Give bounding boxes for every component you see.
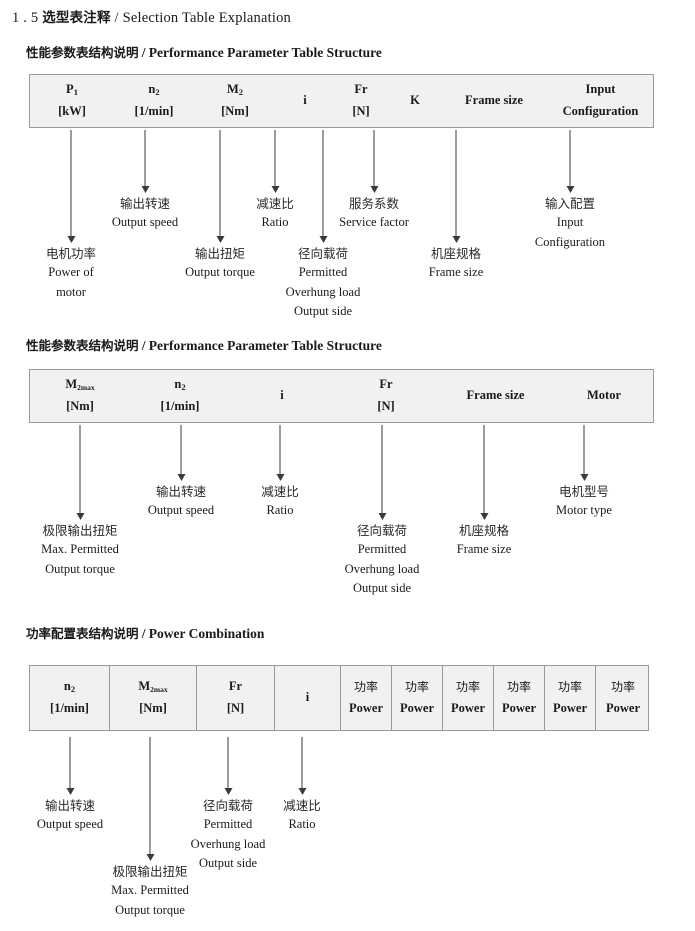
arrow-to-power-of-motor <box>67 130 76 243</box>
annotation-motor-type: 电机型号 Motor type <box>556 484 612 518</box>
power-combination-table: n2 [1/min] M2max [Nm] Fr [N] i 功率 Power … <box>29 665 649 731</box>
table-1-col-k: K <box>410 93 420 108</box>
table-3-col-power-6: 功率 Power <box>605 679 640 715</box>
arrow-to-output-speed-3 <box>66 737 75 795</box>
arrow-to-service-factor <box>370 130 379 193</box>
table-3-col-m2max: M2max [Nm] <box>110 666 197 730</box>
section-heading-cn: 性能参数表结构说明 <box>26 338 139 353</box>
page-title-en: Selection Table Explanation <box>122 10 291 26</box>
annotation-input-configuration: 输入配置 Input Configuration <box>534 196 606 249</box>
arrow-to-ratio-2 <box>276 425 285 481</box>
arrow-to-motor-type <box>580 425 589 481</box>
arrow-to-max-output-torque-3 <box>146 737 155 861</box>
section-heading-en: Performance Parameter Table Structure <box>148 338 382 353</box>
table-3-col-power-1: 功率 Power <box>341 666 392 730</box>
table-2-col-fr: Fr [N] <box>377 377 395 413</box>
table-3-col-i: i <box>275 666 341 730</box>
performance-parameter-table-2: M2max [Nm] n2 [1/min] i Fr [N] Frame siz… <box>29 369 654 423</box>
table-1-col-m2: M2 [Nm] <box>221 82 249 118</box>
annotation-output-speed: 输出转速 Output speed <box>111 196 179 230</box>
section-heading-separator: / <box>141 45 146 60</box>
annotation-frame-size-2: 机座规格 Frame size <box>456 523 512 557</box>
arrow-to-frame-size-2 <box>480 425 489 520</box>
section-heading-cn: 功率配置表结构说明 <box>26 626 139 641</box>
table-1-col-fr: Fr [N] <box>352 82 370 118</box>
arrow-to-frame-size <box>452 130 461 243</box>
arrow-to-ratio-3 <box>298 737 307 795</box>
annotation-power-of-motor: 电机功率 Power of motor <box>45 246 97 299</box>
table-2-col-n2: n2 [1/min] <box>160 377 200 413</box>
section-heading-power-combination: 功率配置表结构说明 / Power Combination <box>26 623 264 642</box>
arrow-to-max-output-torque <box>76 425 85 520</box>
annotation-frame-size: 机座规格 Frame size <box>428 246 484 280</box>
table-2-col-m2max: M2max [Nm] <box>65 377 95 413</box>
arrow-to-overhung-load-2 <box>378 425 387 520</box>
arrow-to-overhung-load-3 <box>224 737 233 795</box>
section-heading-en: Performance Parameter Table Structure <box>148 45 382 60</box>
arrow-to-output-speed-2 <box>177 425 186 481</box>
arrow-to-overhung-load <box>319 130 328 243</box>
section-heading-separator: / <box>141 338 146 353</box>
annotation-ratio: 减速比 Ratio <box>256 196 294 230</box>
annotation-overhung-load-2: 径向载荷 Permitted Overhung load Output side <box>344 523 420 596</box>
table-1-col-n2: n2 [1/min] <box>134 82 174 118</box>
annotation-overhung-load-3: 径向载荷 Permitted Overhung load Output side <box>190 798 266 871</box>
table-3-col-power-5: 功率 Power <box>545 666 596 730</box>
annotation-ratio-3: 减速比 Ratio <box>283 798 321 832</box>
annotation-overhung-load: 径向载荷 Permitted Overhung load Output side <box>285 246 361 319</box>
annotation-output-speed-3: 输出转速 Output speed <box>36 798 104 832</box>
annotation-output-torque: 输出扭矩 Output torque <box>185 246 255 280</box>
annotation-max-output-torque-3: 极限输出扭矩 Max. Permitted Output torque <box>111 864 189 917</box>
table-3-col-power-4: 功率 Power <box>494 666 545 730</box>
section-heading-en: Power Combination <box>148 626 265 641</box>
table-1-col-p1: P1 [kW] <box>58 82 86 118</box>
page-title-cn: 选型表注释 <box>42 10 111 26</box>
table-3-col-power-2: 功率 Power <box>392 666 443 730</box>
table-3-col-n2: n2 [1/min] <box>30 666 110 730</box>
table-1-col-input-configuration: Input Configuration <box>562 82 639 118</box>
table-1-col-i: i <box>303 93 307 108</box>
arrow-to-output-torque <box>216 130 225 243</box>
annotation-output-speed-2: 输出转速 Output speed <box>147 484 215 518</box>
table-2-col-i: i <box>280 388 284 403</box>
arrow-to-ratio <box>271 130 280 193</box>
section-heading-separator: / <box>141 626 146 641</box>
section-heading-performance-1: 性能参数表结构说明 / Performance Parameter Table … <box>26 42 382 61</box>
performance-parameter-table-1: P1 [kW] n2 [1/min] M2 [Nm] i Fr [N] K Fr… <box>29 74 654 128</box>
section-heading-cn: 性能参数表结构说明 <box>26 45 139 60</box>
table-3-col-fr: Fr [N] <box>197 666 275 730</box>
table-2-col-frame-size: Frame size <box>466 388 525 403</box>
page-title: 1 . 5 选型表注释 / Selection Table Explanatio… <box>12 6 291 27</box>
page-title-separator: / <box>114 10 119 26</box>
annotation-max-output-torque: 极限输出扭矩 Max. Permitted Output torque <box>41 523 119 576</box>
table-2-col-motor: Motor <box>586 388 621 403</box>
table-3-col-power-3: 功率 Power <box>443 666 494 730</box>
arrow-to-output-speed <box>141 130 150 193</box>
table-1-col-frame-size: Frame size <box>465 93 523 108</box>
annotation-ratio-2: 减速比 Ratio <box>261 484 299 518</box>
annotation-service-factor: 服务系数 Service factor <box>339 196 409 230</box>
arrow-to-input-configuration <box>566 130 575 193</box>
page-title-number: 1 . 5 <box>12 10 39 26</box>
section-heading-performance-2: 性能参数表结构说明 / Performance Parameter Table … <box>26 335 382 354</box>
